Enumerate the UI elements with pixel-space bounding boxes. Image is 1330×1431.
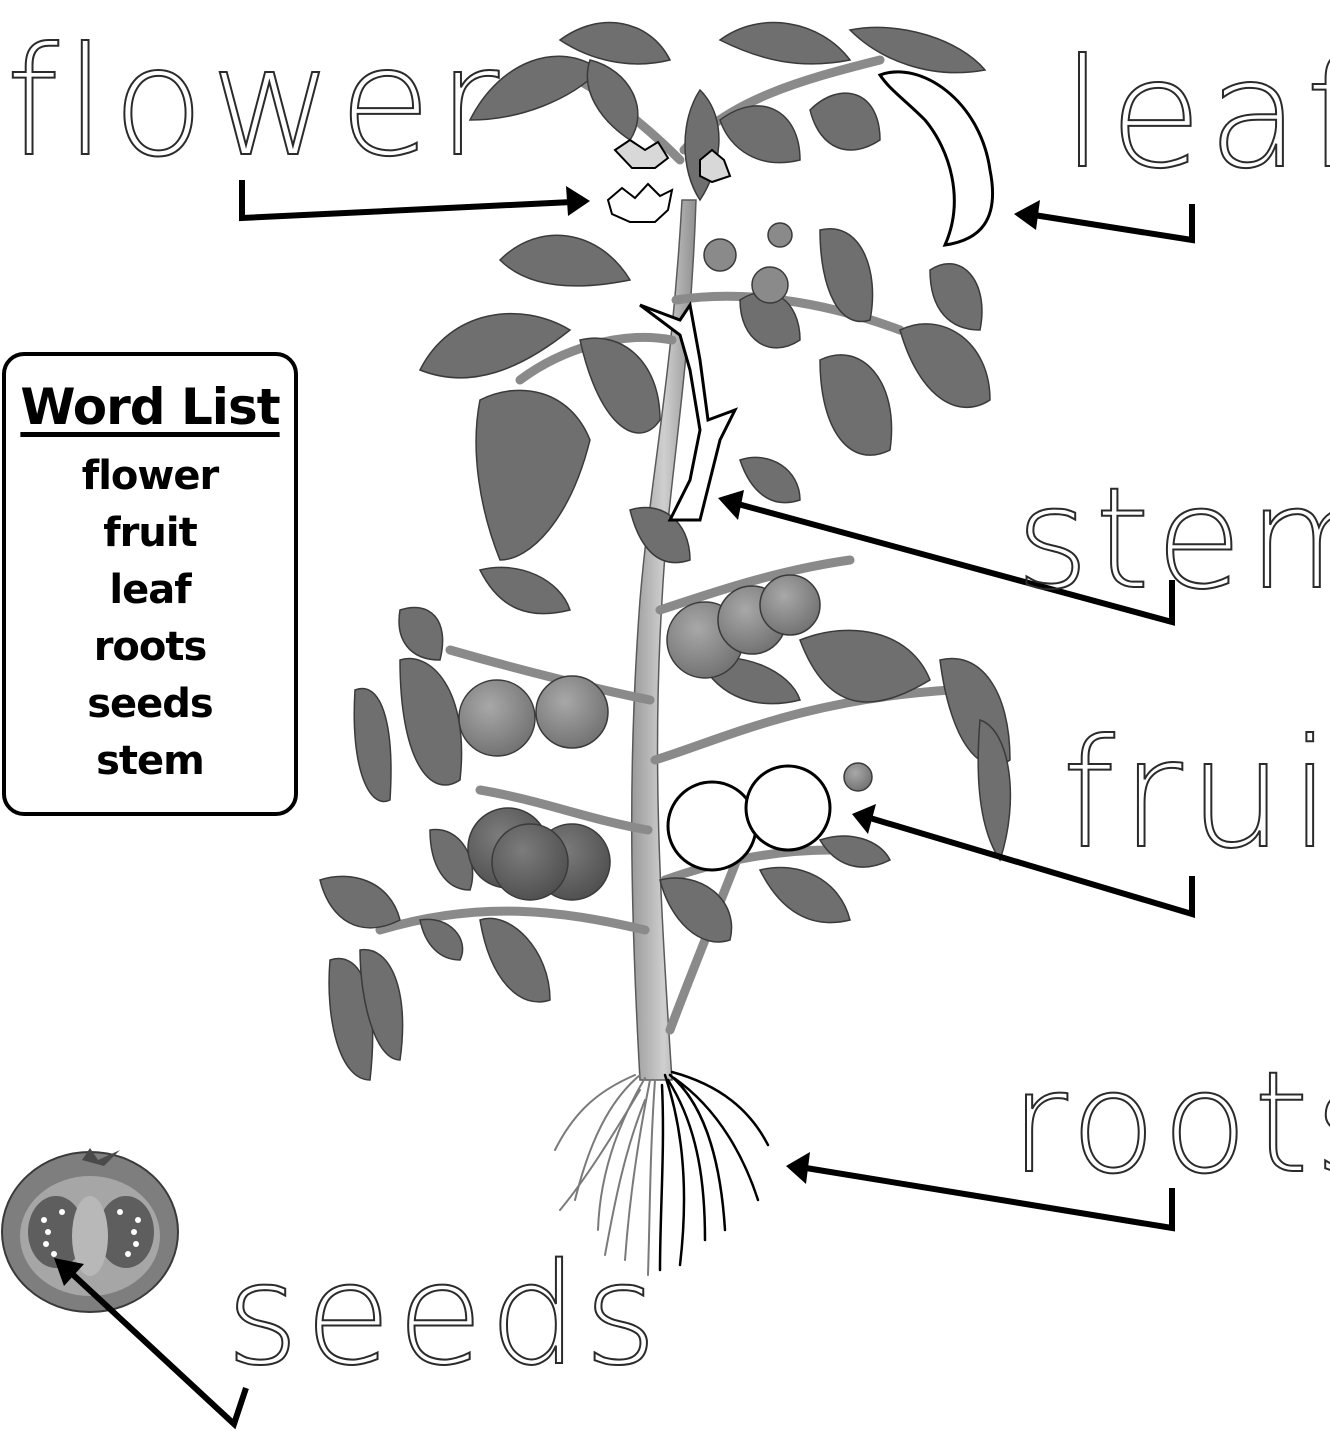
seeds-arrow bbox=[68, 1270, 246, 1424]
word-list-item: fruit bbox=[6, 505, 294, 562]
leaf-arrow bbox=[1034, 204, 1192, 240]
stem-arrowhead bbox=[718, 490, 744, 520]
word-list-item: stem bbox=[6, 733, 294, 790]
word-list-item: leaf bbox=[6, 562, 294, 619]
word-list-item: flower bbox=[6, 448, 294, 505]
label-seeds: seeds bbox=[226, 1246, 663, 1386]
leaf-arrowhead bbox=[1014, 200, 1040, 230]
word-list-item: seeds bbox=[6, 676, 294, 733]
word-list-item: roots bbox=[6, 619, 294, 676]
roots-arrowhead bbox=[786, 1152, 810, 1184]
word-list-box: Word List flower fruit leaf roots seeds … bbox=[2, 352, 298, 816]
word-list: flower fruit leaf roots seeds stem bbox=[6, 448, 294, 790]
word-list-title: Word List bbox=[6, 378, 294, 436]
label-flower: flower bbox=[6, 28, 505, 178]
label-fruit: fruit bbox=[1062, 720, 1330, 870]
label-roots: roots bbox=[1010, 1054, 1330, 1194]
label-leaf: leaf bbox=[1062, 40, 1330, 190]
highlighted-leaf bbox=[880, 72, 993, 245]
label-stem: stem bbox=[1016, 470, 1330, 610]
flower-buds bbox=[704, 223, 792, 303]
flower-arrowhead bbox=[566, 186, 590, 216]
highlighted-roots bbox=[660, 1072, 768, 1270]
